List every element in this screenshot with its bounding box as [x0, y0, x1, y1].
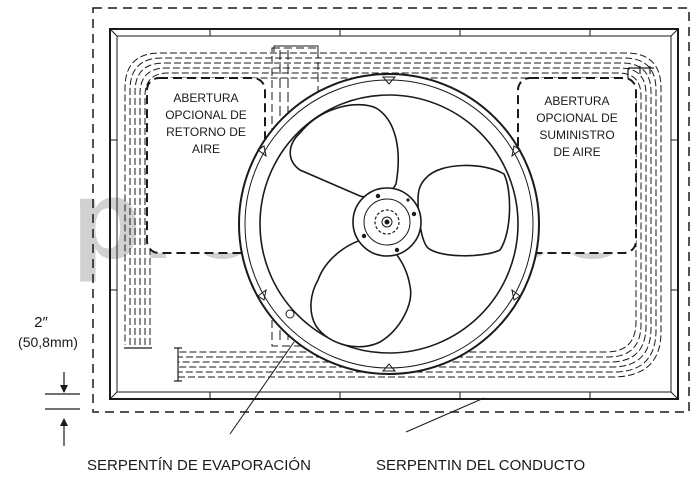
unit-casing: [109, 28, 679, 400]
supply-label-line-2: OPCIONAL DE: [536, 111, 618, 125]
leader-lines: [229, 341, 485, 435]
supply-label-line-3: SUMINISTRO: [539, 128, 614, 142]
return-label-line-3: RETORNO DE: [166, 125, 246, 139]
return-label-line-1: ABERTURA: [173, 91, 238, 105]
fan-hub: [352, 187, 422, 257]
return-label-line-2: OPCIONAL DE: [165, 108, 247, 122]
supply-label-line-4: DE AIRE: [553, 145, 600, 159]
fan-blade-upper-left: [289, 103, 399, 199]
return-air-label: ABERTURA OPCIONAL DE RETORNO DE AIRE: [165, 91, 247, 156]
return-label-line-4: AIRE: [192, 142, 220, 156]
coil-end-caps: [124, 66, 654, 382]
clearance-metric: (50,8mm): [18, 334, 78, 350]
clearance-dimension: [45, 372, 80, 446]
outer-clearance-outline: [92, 7, 690, 413]
fan-blades: [289, 103, 511, 348]
supply-air-label: ABERTURA OPCIONAL DE SUMINISTRO DE AIRE: [536, 94, 618, 159]
fan-blade-right: [417, 164, 511, 257]
evaporator-coil-label: SERPENTÍN DE EVAPORACIÓN: [87, 457, 311, 474]
supply-label-line-1: ABERTURA: [544, 94, 609, 108]
duct-coil-label: SERPENTIN DEL CONDUCTO: [376, 457, 585, 474]
clearance-value: 2″: [34, 314, 48, 331]
